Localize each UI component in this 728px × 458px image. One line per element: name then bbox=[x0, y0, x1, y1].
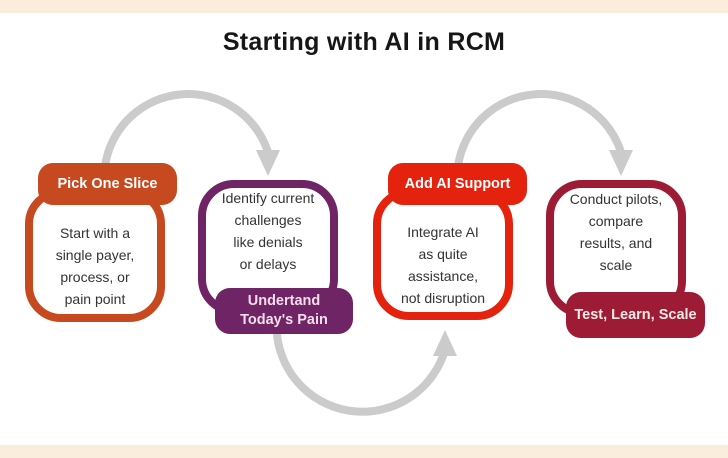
step4-label: Test, Learn, Scale bbox=[566, 292, 705, 338]
arrow-step3-to-step4 bbox=[454, 90, 625, 188]
step2-label: Undertand Today's Pain bbox=[215, 288, 353, 334]
arrowhead-icon bbox=[609, 150, 633, 176]
step1-description: Start with a single payer, process, or p… bbox=[55, 225, 135, 307]
step2-description: Identify current challenges like denials… bbox=[221, 189, 315, 272]
bottom-background-band bbox=[0, 445, 728, 458]
arrow-step1-to-step2 bbox=[101, 90, 272, 188]
step1-label: Pick One Slice bbox=[38, 163, 177, 205]
step3-label: Add AI Support bbox=[388, 163, 527, 205]
step4-description: Conduct pilots, compare results, and sca… bbox=[569, 190, 663, 273]
page-title: Starting with AI in RCM bbox=[222, 28, 506, 56]
step3-box: Integrate AI as quite assistance, not di… bbox=[373, 188, 513, 320]
step1-box: Start with a single payer, process, or p… bbox=[25, 188, 165, 322]
arrowhead-icon bbox=[433, 330, 457, 356]
step3-description: Integrate AI as quite assistance, not di… bbox=[400, 224, 486, 306]
arrowhead-icon bbox=[256, 150, 280, 176]
top-background-band bbox=[0, 0, 728, 13]
arrow-step2-to-step3 bbox=[273, 326, 449, 416]
